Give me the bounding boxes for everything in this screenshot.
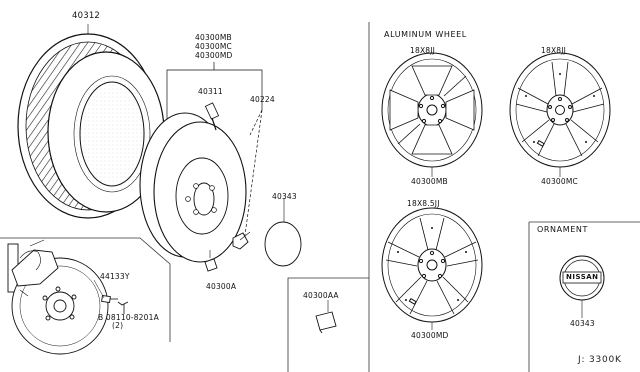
section-dividers bbox=[0, 22, 640, 372]
label-tire: 40312 bbox=[72, 11, 101, 21]
label-weight-box: 40300AA bbox=[303, 291, 339, 300]
label-valve: 40311 bbox=[198, 87, 223, 96]
ornament-part: 40343 bbox=[570, 319, 595, 328]
leader-lines bbox=[327, 167, 583, 330]
wheel-mb-drawing bbox=[381, 52, 483, 168]
aluminum-wheel-title: ALUMINUM WHEEL bbox=[384, 30, 467, 39]
wheel-md-drawing bbox=[381, 207, 483, 323]
wheel-mc-part: 40300MC bbox=[541, 177, 578, 186]
label-wheel-bracket: 40224 bbox=[250, 95, 275, 104]
ornament-badge-text: NISSAN bbox=[566, 273, 599, 281]
wheel-mb-part: 40300MB bbox=[411, 177, 448, 186]
brake-assembly-drawing bbox=[7, 239, 129, 355]
wheel-mc-drawing bbox=[509, 52, 611, 168]
label-center-cap: 40343 bbox=[272, 192, 297, 201]
wheel-mb-size: 18X8JJ bbox=[410, 46, 436, 55]
label-wheel-group-mb: 40300MB bbox=[195, 33, 232, 42]
label-wheel-group-md: 40300MD bbox=[195, 51, 233, 60]
balance-weight-drawing bbox=[315, 311, 337, 334]
label-bolt: B 08110-8201A bbox=[98, 313, 159, 322]
label-balance-weight: 40300A bbox=[206, 282, 237, 291]
wheel-md-part: 40300MD bbox=[411, 331, 449, 340]
wheel-md-size: 18X8.5JJ bbox=[407, 199, 440, 208]
label-wheel-group-mc: 40300MC bbox=[195, 42, 232, 51]
label-stud: 44133Y bbox=[100, 272, 130, 281]
ornament-drawing bbox=[559, 255, 605, 301]
label-bolt-qty: (2) bbox=[112, 321, 124, 330]
diagram-reference: J: 3300K bbox=[578, 355, 622, 365]
tire-drawing bbox=[17, 24, 165, 219]
steel-wheel-drawing bbox=[139, 62, 302, 272]
wheel-mc-size: 18X8JJ bbox=[541, 46, 567, 55]
ornament-title: ORNAMENT bbox=[537, 225, 588, 234]
